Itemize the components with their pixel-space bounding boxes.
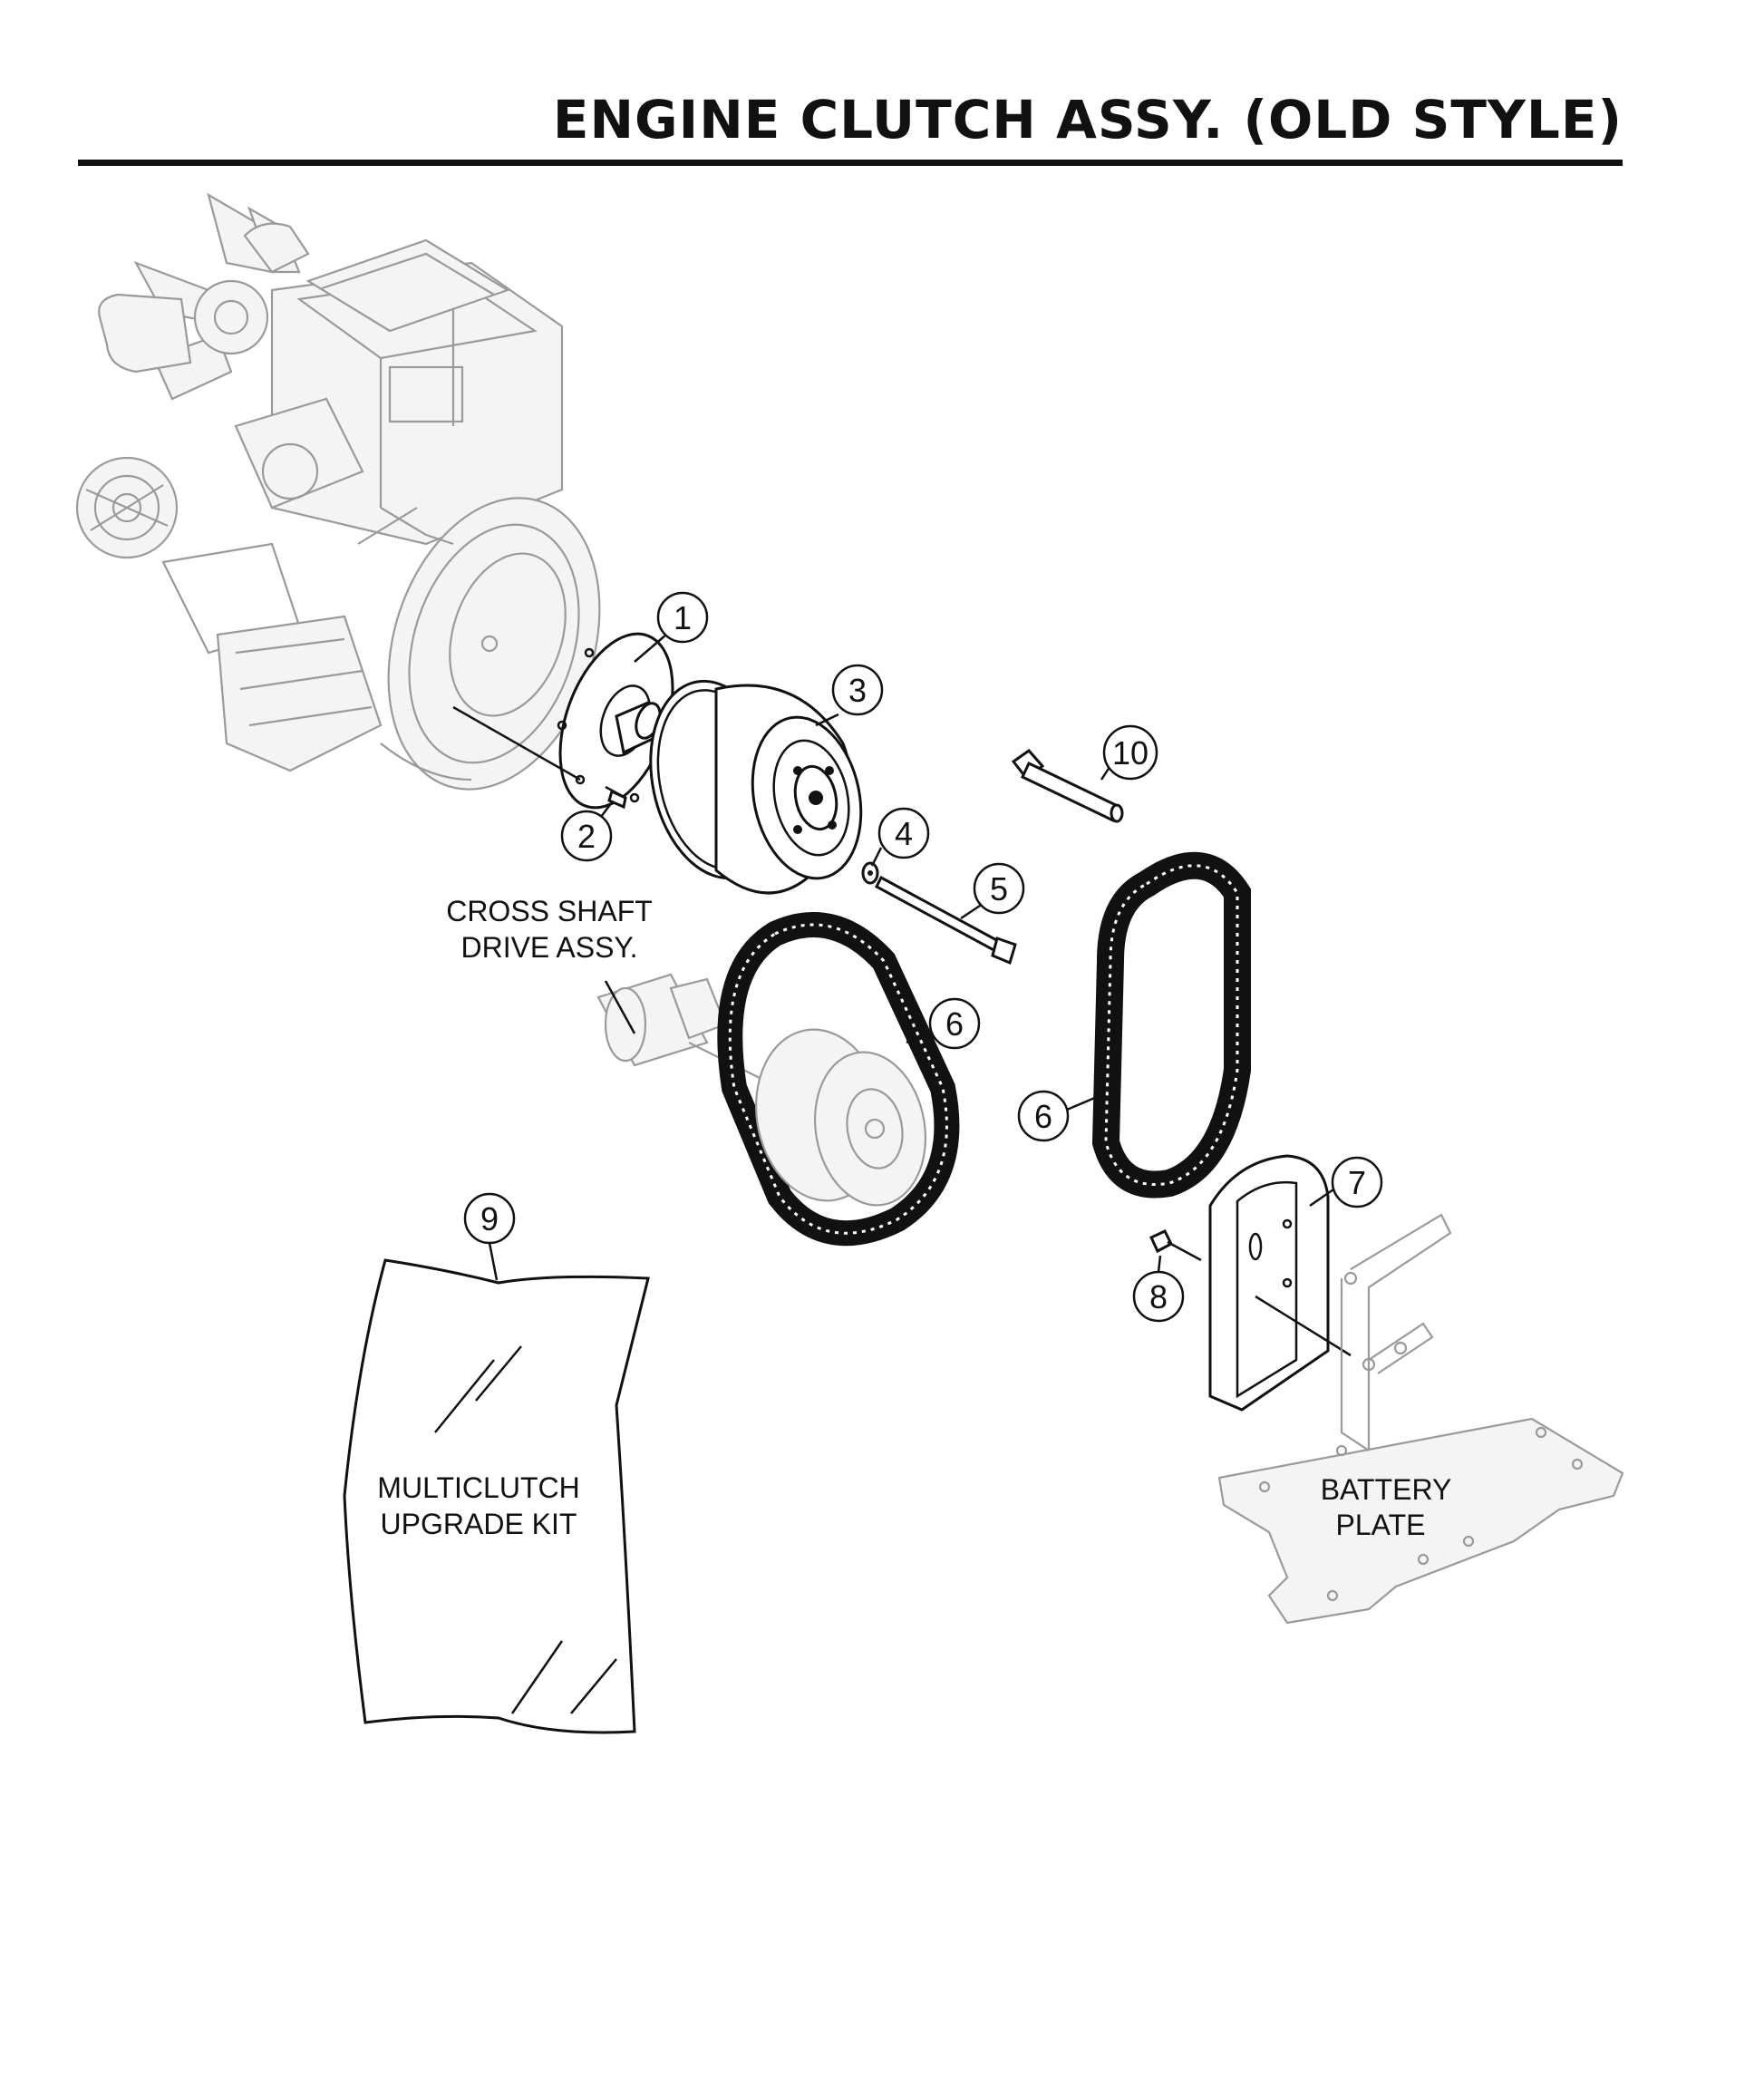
svg-text:3: 3 <box>848 672 867 709</box>
part-7-belt-guard <box>1208 1154 1352 1412</box>
cross-shaft-label-line1: CROSS SHAFT <box>446 895 653 927</box>
svg-text:1: 1 <box>674 599 692 636</box>
svg-text:10: 10 <box>1112 734 1149 772</box>
svg-text:9: 9 <box>480 1200 499 1237</box>
callout-4: 4 <box>877 807 930 859</box>
leader-lines <box>488 634 1334 1281</box>
engine-illustration <box>75 192 601 791</box>
svg-text:6: 6 <box>945 1005 964 1043</box>
part-4-washer <box>861 861 879 885</box>
kit-label-line1: MULTICLUTCH <box>377 1471 579 1504</box>
svg-text:5: 5 <box>990 870 1008 907</box>
part-9-kit-bag <box>343 1258 650 1734</box>
part-3-drive-clutch <box>649 679 863 895</box>
page-title: ENGINE CLUTCH ASSY. (OLD STYLE) <box>552 89 1623 150</box>
callout-6-left: 6 <box>928 997 981 1050</box>
callout-8: 8 <box>1132 1270 1185 1323</box>
svg-text:8: 8 <box>1149 1278 1168 1315</box>
callout-1: 1 <box>656 591 709 644</box>
battery-plate-illustration <box>1217 1213 1624 1625</box>
callout-6-right: 6 <box>1017 1090 1070 1142</box>
svg-text:7: 7 <box>1348 1164 1366 1201</box>
callout-2: 2 <box>560 810 613 862</box>
cross-shaft-label-line2: DRIVE ASSY. <box>460 931 637 964</box>
part-5-long-bolt <box>875 875 1017 966</box>
battery-plate-label-line1: BATTERY <box>1321 1473 1452 1506</box>
svg-text:2: 2 <box>577 818 596 855</box>
part-6-belt-left <box>717 912 960 1247</box>
part-6-belt-right <box>1091 851 1251 1199</box>
callout-9: 9 <box>463 1192 516 1245</box>
svg-text:4: 4 <box>895 815 913 852</box>
part-8-bolt <box>1149 1229 1202 1262</box>
callout-3: 3 <box>831 664 884 716</box>
kit-label-line2: UPGRADE KIT <box>381 1508 577 1540</box>
callout-5: 5 <box>973 862 1025 915</box>
part-1-drive-plate <box>452 632 674 810</box>
part-2-bolt <box>605 785 627 810</box>
callout-10: 10 <box>1102 724 1158 781</box>
callout-7: 7 <box>1331 1156 1383 1208</box>
svg-text:6: 6 <box>1034 1098 1052 1135</box>
title-rule <box>78 160 1623 166</box>
battery-plate-label-line2: PLATE <box>1336 1509 1426 1541</box>
cross-shaft-illustration <box>596 973 780 1089</box>
part-10-shaft <box>1011 748 1124 823</box>
